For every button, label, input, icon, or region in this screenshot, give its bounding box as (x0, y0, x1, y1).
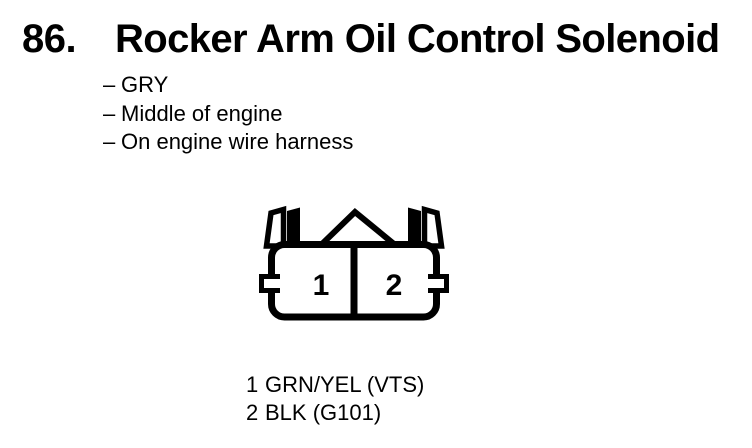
right-latch-tab-icon (408, 205, 445, 249)
pin-1-number: 1 (313, 269, 330, 302)
pin-2-number: 2 (386, 269, 403, 302)
detail-text: On engine wire harness (121, 129, 354, 154)
bullet-dash: – (103, 72, 116, 97)
bullet-dash: – (103, 129, 116, 154)
detail-text: Middle of engine (121, 100, 283, 126)
detail-item-location: –Middle of engine (103, 100, 353, 129)
legend-wire-label: GRN/YEL (VTS) (265, 372, 425, 397)
detail-text: GRY (121, 72, 169, 97)
legend-pin-number: 1 (246, 372, 259, 397)
page-title: Rocker Arm Oil Control Solenoid (115, 17, 720, 61)
key-triangle-icon (314, 207, 403, 247)
right-side-bump-icon (428, 274, 449, 293)
legend-wire-label: BLK (G101) (265, 400, 382, 425)
detail-item-color: –GRY (103, 71, 353, 100)
legend-pin-number: 2 (246, 400, 259, 425)
item-number: 86. (22, 17, 77, 61)
connector-diagram: 1 2 (259, 205, 449, 321)
left-side-bump-icon (259, 274, 280, 293)
left-latch-tab-icon (263, 205, 300, 249)
detail-item-harness: –On engine wire harness (103, 128, 353, 157)
detail-list: –GRY –Middle of engine –On engine wire h… (103, 71, 353, 157)
bullet-dash: – (103, 100, 116, 126)
